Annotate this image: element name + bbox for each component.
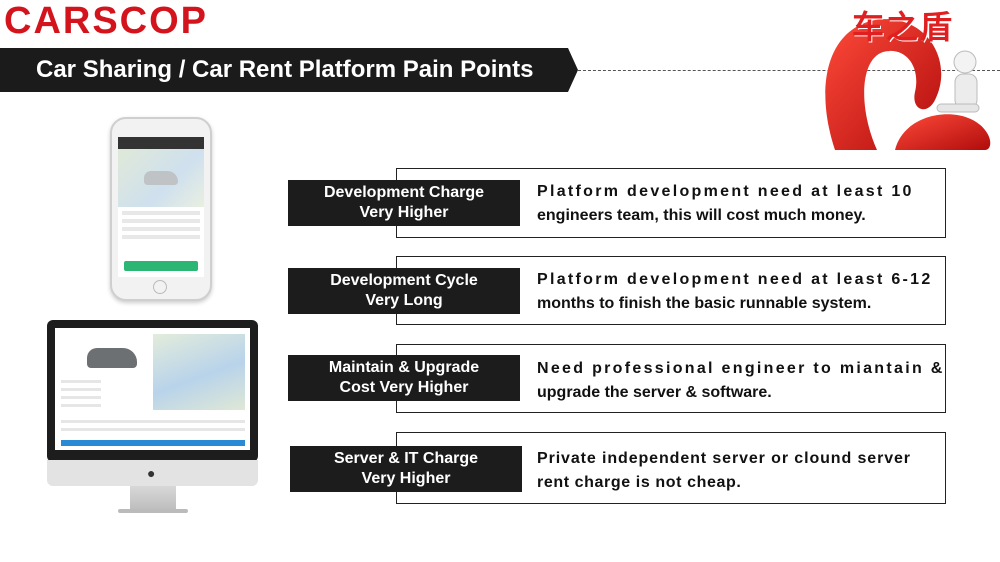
phone-app-screen [118, 137, 204, 277]
title-dashed-divider [578, 70, 1000, 71]
desktop-info-line [61, 396, 101, 399]
car-image [144, 171, 178, 185]
brand-shield-logo-icon [825, 19, 991, 150]
carscop-logo: CARSCOP [4, 0, 209, 42]
desktop-table-row [61, 428, 245, 431]
apple-logo-icon: ● [147, 465, 156, 481]
phone-map [118, 149, 204, 207]
desktop-info-line [61, 380, 101, 383]
phone-app-header [118, 137, 204, 149]
page-title: Car Sharing / Car Rent Platform Pain Poi… [36, 56, 534, 83]
description-line: Platform development need at least 6-12 [537, 271, 933, 288]
pain-point-card [396, 168, 946, 238]
description-line: months to finish the basic runnable syst… [537, 295, 872, 312]
phone-info-line [122, 235, 200, 239]
phone-home-button-icon [153, 280, 167, 294]
desktop-info-line [61, 388, 101, 391]
description-line: engineers team, this will cost much mone… [537, 207, 866, 224]
phone-mockup [110, 117, 212, 301]
desktop-action-bar [61, 440, 245, 446]
desktop-map [153, 334, 245, 410]
desktop-app-screen [55, 328, 250, 450]
phone-info-line [122, 227, 200, 231]
monitor-stand-base [118, 509, 188, 513]
description-line: upgrade the server & software. [537, 384, 772, 401]
pain-point-label: Maintain & Upgrade Cost Very Higher [288, 355, 520, 401]
pain-point-description: Need professional engineer to miantain &… [537, 357, 945, 405]
pain-point-description: Private independent server or clound ser… [537, 447, 932, 495]
car-image [87, 348, 137, 368]
pain-point-description: Platform development need at least 6-12 … [537, 268, 932, 316]
phone-info-line [122, 219, 200, 223]
title-banner [0, 48, 578, 92]
pain-point-label: Server & IT Charge Very Higher [290, 446, 522, 492]
description-line: Private independent server or clound ser… [537, 450, 911, 467]
phone-info-line [122, 211, 200, 215]
description-line: Platform development need at least 10 [537, 183, 914, 200]
pain-point-label: Development Cycle Very Long [288, 268, 520, 314]
description-line: Need professional engineer to miantain & [537, 360, 945, 377]
pain-point-label: Development Charge Very Higher [288, 180, 520, 226]
monitor-stand [130, 486, 176, 510]
desktop-info-line [61, 404, 101, 407]
desktop-monitor-mockup [47, 320, 258, 462]
desktop-table-row [61, 420, 245, 423]
monitor-chin [47, 460, 258, 486]
brand-chinese-name: 车之盾 [852, 9, 955, 45]
phone-action-button [124, 261, 198, 271]
pain-point-description: Platform development need at least 10 en… [537, 180, 932, 228]
description-line: rent charge is not cheap. [537, 474, 742, 491]
